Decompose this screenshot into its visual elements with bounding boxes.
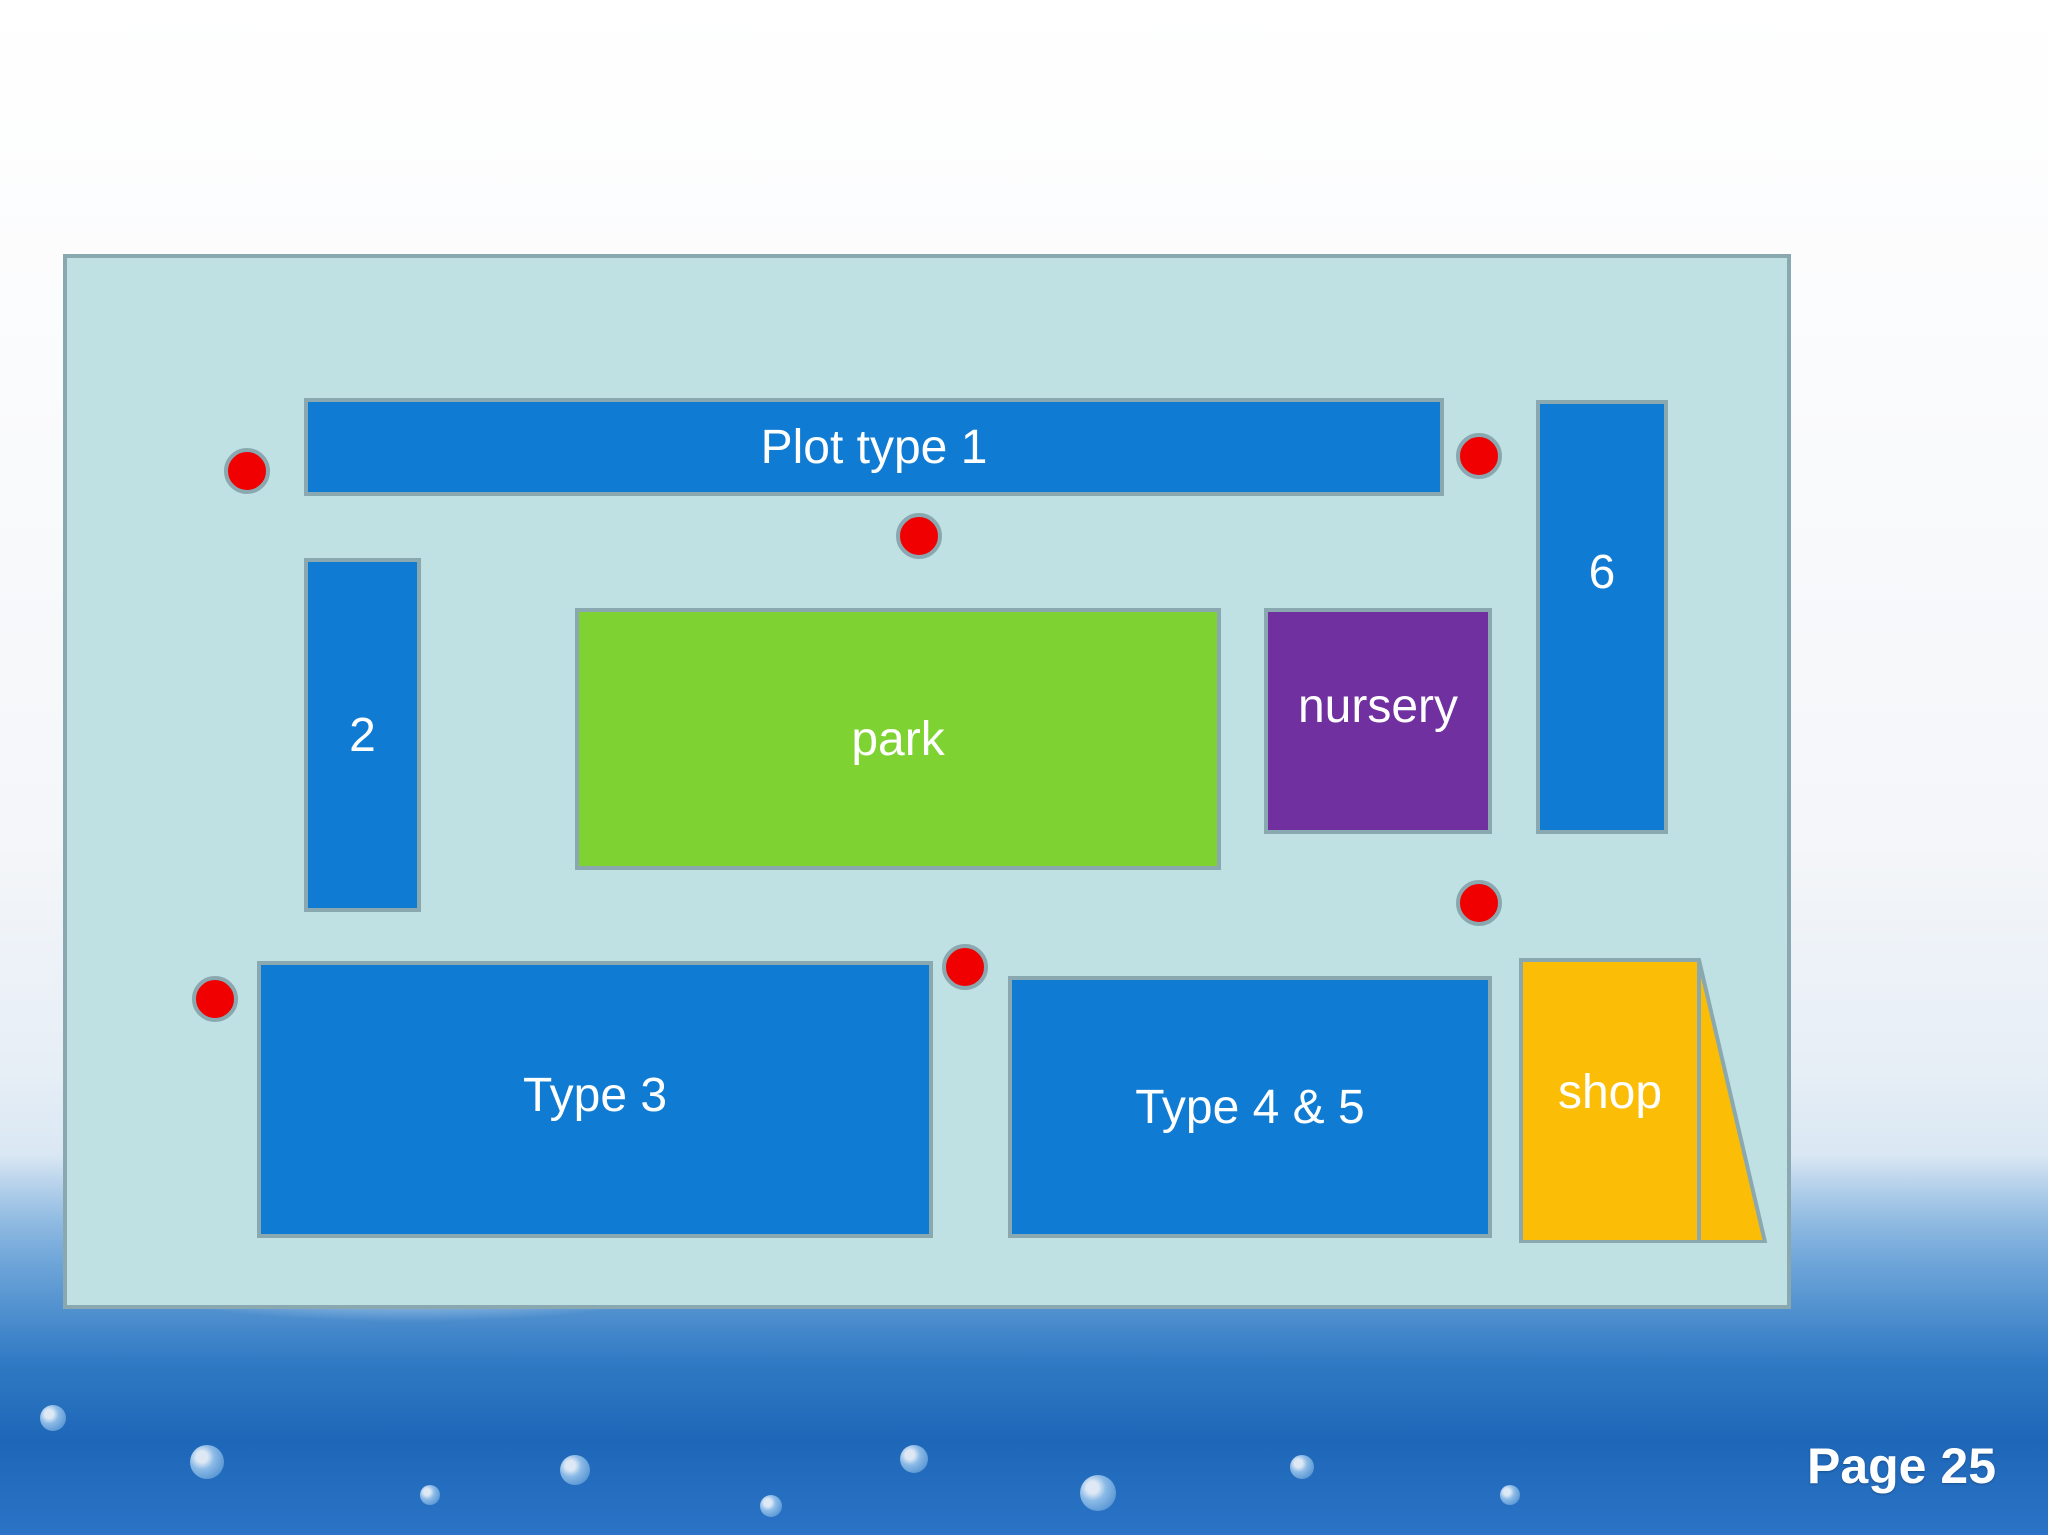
site-plan-board: Plot type 1 2 park nursery 6 Type 3 Type… bbox=[63, 254, 1791, 1309]
plot-2: 2 bbox=[304, 558, 421, 912]
water-bubble bbox=[1500, 1485, 1520, 1505]
water-bubble bbox=[1290, 1455, 1314, 1479]
plot-6: 6 bbox=[1536, 400, 1668, 834]
plot-6-label: 6 bbox=[1588, 545, 1616, 599]
marker-dot bbox=[942, 944, 988, 990]
water-bubble bbox=[560, 1455, 590, 1485]
water-bubble bbox=[900, 1445, 928, 1473]
nursery-label: nursery bbox=[1297, 679, 1459, 733]
marker-dot bbox=[1456, 433, 1502, 479]
park: park bbox=[575, 608, 1221, 870]
park-label: park bbox=[851, 712, 945, 766]
water-bubble bbox=[190, 1445, 224, 1479]
shop bbox=[1519, 958, 1768, 1243]
plot-type-4-5-label: Type 4 & 5 bbox=[1135, 1080, 1365, 1134]
plot-type-4-5: Type 4 & 5 bbox=[1008, 976, 1492, 1238]
marker-dot bbox=[224, 448, 270, 494]
plot-type-1: Plot type 1 bbox=[304, 398, 1444, 496]
page-number: Page 25 bbox=[1806, 1438, 1996, 1494]
water-bubble bbox=[1080, 1475, 1116, 1511]
shop-label: shop bbox=[1557, 1065, 1663, 1119]
shop-label-box: shop bbox=[1519, 958, 1701, 1238]
marker-dot bbox=[192, 976, 238, 1022]
plot-type-3-label: Type 3 bbox=[522, 1069, 668, 1122]
shop-shape bbox=[1519, 958, 1768, 1243]
water-bubble bbox=[760, 1495, 782, 1517]
plot-2-label: 2 bbox=[349, 708, 376, 762]
nursery: nursery bbox=[1264, 608, 1492, 834]
plot-type-3: Type 3 bbox=[257, 961, 933, 1238]
water-bubble bbox=[40, 1405, 66, 1431]
marker-dot bbox=[896, 513, 942, 559]
marker-dot bbox=[1456, 880, 1502, 926]
plot-type-1-label: Plot type 1 bbox=[760, 420, 988, 474]
water-bubble bbox=[420, 1485, 440, 1505]
